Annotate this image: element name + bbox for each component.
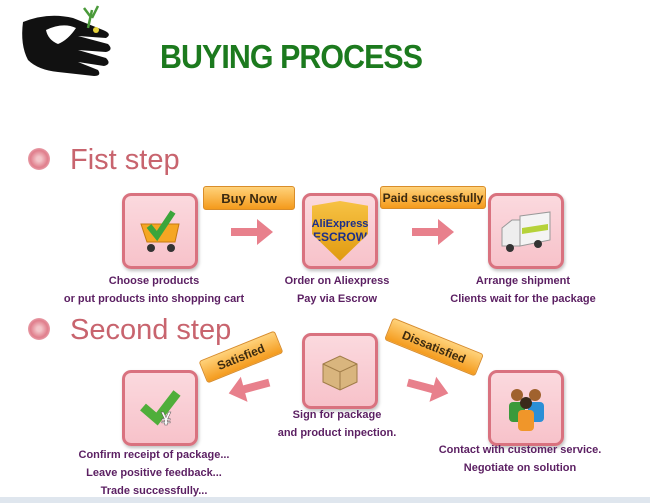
step-title: Second step [70,314,232,346]
step-box: ¥ [122,370,198,446]
hand-logo-icon [22,5,111,76]
escrow-shield-icon: AliExpress ESCROW [312,201,368,261]
yen-check-icon: ¥ [140,390,181,429]
flower-icon [28,318,50,340]
buy-now-label: Buy Now [203,186,295,210]
step-box [122,193,198,269]
step-box [488,370,564,446]
customer-service-people-icon [509,389,544,431]
flower-icon [28,148,50,170]
escrow-badge-brand: AliExpress [311,218,369,230]
svg-text:¥: ¥ [161,409,171,429]
step-caption: Confirm receipt of package...Leave posit… [78,449,230,497]
arrow-right-icon [406,376,449,402]
step-caption: Contact with customer service.Negotiate … [438,444,602,474]
arrow-right-icon [412,219,454,245]
paid-successfully-label: Paid successfully [380,186,486,209]
step-box: AliExpress ESCROW [302,193,378,269]
escrow-badge-text: ESCROW [313,230,367,244]
arrow-left-icon [228,376,271,402]
dissatisfied-label: Dissatisfied [384,317,484,377]
arrow-right-icon [231,219,273,245]
step-box [302,333,378,409]
step-box [488,193,564,269]
shopping-cart-icon [140,210,180,252]
package-box-icon [322,355,358,391]
bottom-band [0,497,650,503]
page-title: BUYING PROCESS [160,38,423,75]
step-title: Fist step [70,144,180,176]
delivery-truck-icon [501,211,551,252]
